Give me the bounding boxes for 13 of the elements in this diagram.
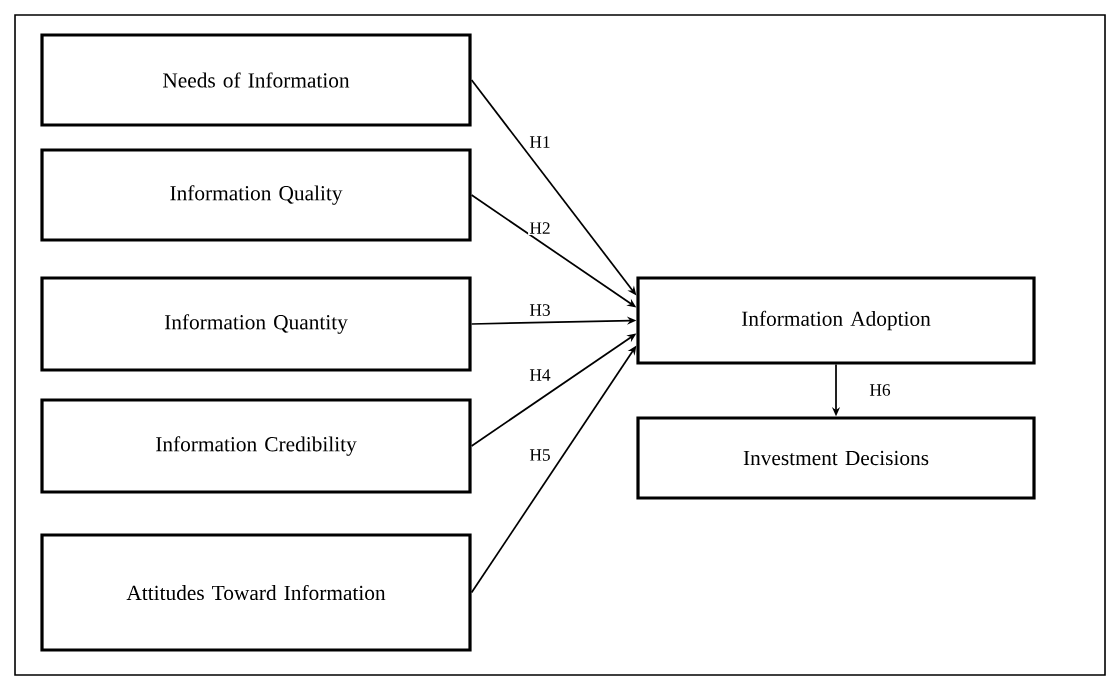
edge-label: H4 [528, 367, 552, 383]
edge-label: H3 [528, 302, 552, 318]
concept-box: Information Credibility [40, 398, 472, 494]
concept-box: Information Quality [40, 148, 472, 242]
edge-label: H2 [528, 220, 552, 236]
edge-label: H5 [528, 447, 552, 463]
concept-box: Information Quantity [40, 276, 472, 372]
concept-box: Needs of Information [40, 33, 472, 127]
concept-box: Investment Decisions [636, 416, 1036, 500]
concept-box: Information Adoption [636, 276, 1036, 365]
concept-box: Attitudes Toward Information [40, 533, 472, 652]
edge-label: H6 [868, 382, 892, 398]
edge-label: H1 [528, 134, 552, 150]
